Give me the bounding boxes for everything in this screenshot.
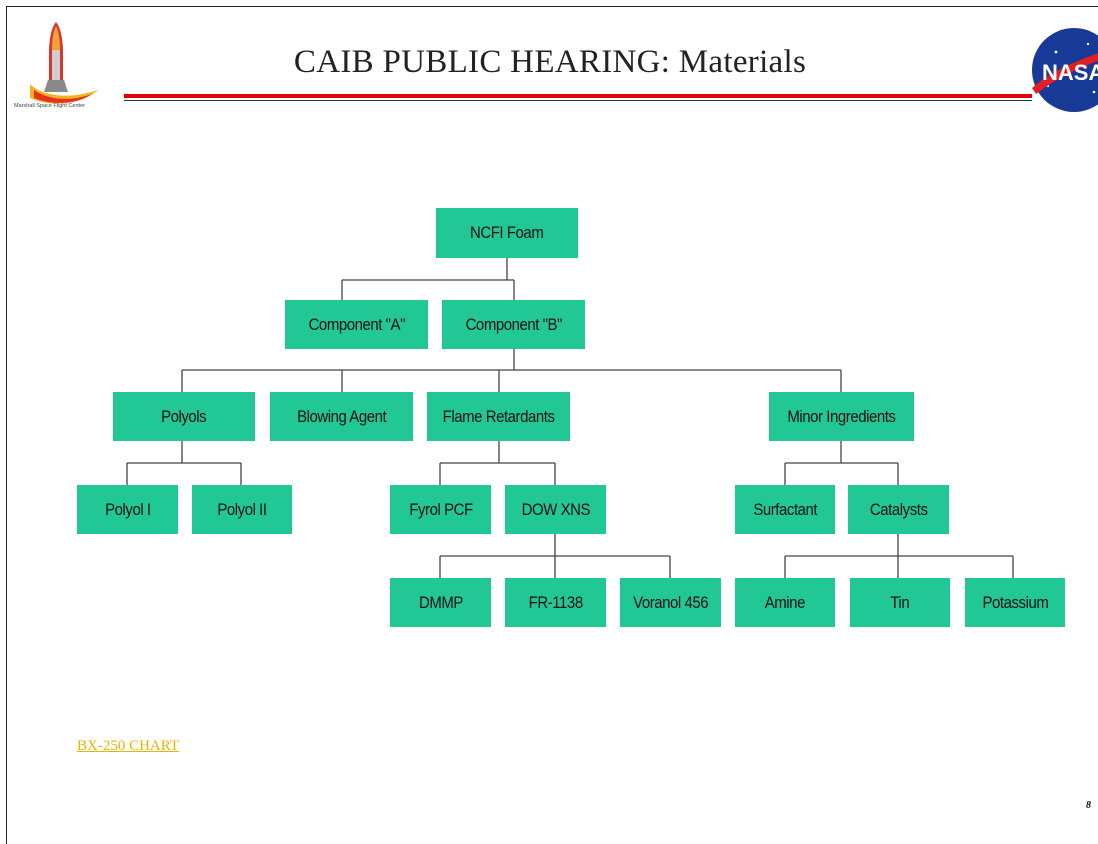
page-number: 8 bbox=[1086, 800, 1091, 811]
nasa-logo: NASA bbox=[1028, 26, 1098, 116]
node-dmmp: DMMP bbox=[390, 578, 491, 627]
node-polyols: Polyols bbox=[113, 392, 255, 441]
msfc-caption: Marshall Space Flight Center bbox=[14, 103, 85, 109]
node-polyol-1: Polyol I bbox=[77, 485, 178, 534]
title-rule-thin bbox=[124, 100, 1032, 101]
nasa-logo-text: NASA bbox=[1042, 60, 1098, 85]
page-title: CAIB PUBLIC HEARING: Materials bbox=[293, 44, 807, 80]
node-dow-xns: DOW XNS bbox=[505, 485, 606, 534]
nasa-meatball-icon: NASA bbox=[1032, 28, 1098, 112]
node-fyrol-pcf: Fyrol PCF bbox=[390, 485, 491, 534]
node-component-a: Component "A" bbox=[285, 300, 428, 349]
node-minor-ingredients: Minor Ingredients bbox=[769, 392, 914, 441]
node-polyol-2: Polyol II bbox=[192, 485, 292, 534]
msfc-logo-icon bbox=[30, 22, 98, 104]
node-tin: Tin bbox=[850, 578, 950, 627]
node-surfactant: Surfactant bbox=[735, 485, 835, 534]
bx-250-chart-link[interactable]: BX-250 CHART bbox=[77, 738, 180, 754]
node-potassium: Potassium bbox=[965, 578, 1065, 627]
node-fr-1138: FR-1138 bbox=[505, 578, 606, 627]
node-voranol-456: Voranol 456 bbox=[620, 578, 721, 627]
node-amine: Amine bbox=[735, 578, 835, 627]
node-blowing-agent: Blowing Agent bbox=[270, 392, 413, 441]
node-catalysts: Catalysts bbox=[848, 485, 949, 534]
node-ncfi-foam: NCFI Foam bbox=[436, 208, 578, 258]
title-rule-red bbox=[124, 94, 1032, 98]
node-component-b: Component "B" bbox=[442, 300, 585, 349]
node-flame-retardants: Flame Retardants bbox=[427, 392, 570, 441]
